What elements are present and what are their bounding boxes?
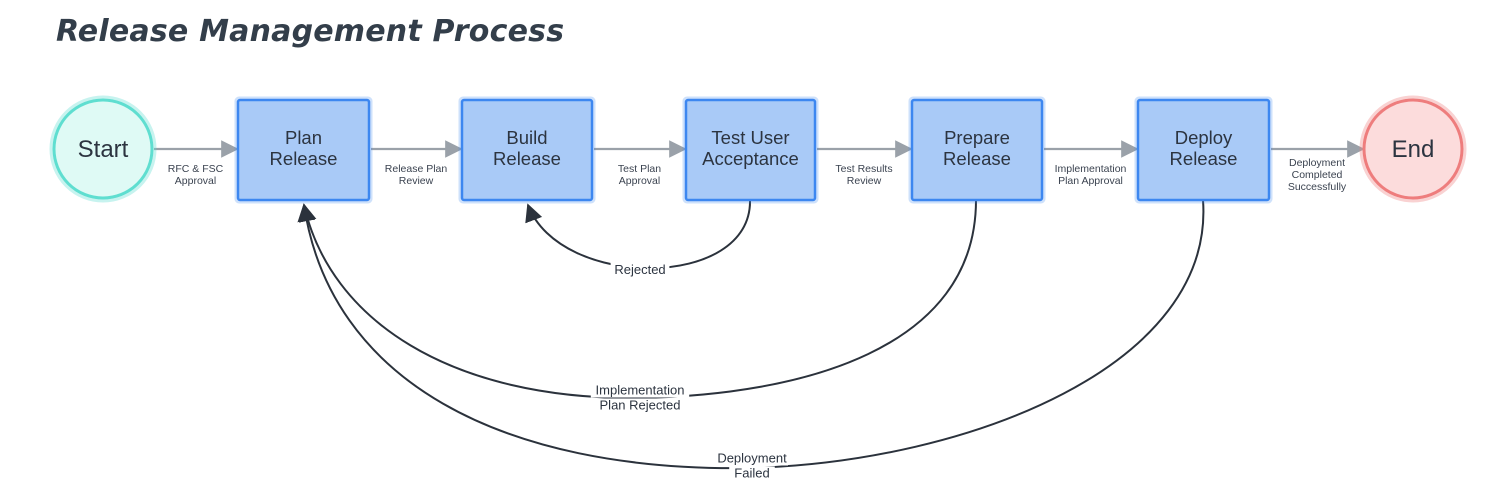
transition-label-build-test: Approval <box>619 175 660 187</box>
transition-label-start-plan: RFC & FSC <box>168 163 224 175</box>
transition-label-prepare-deploy: Plan Approval <box>1058 175 1123 187</box>
loop-arrow-test-build <box>525 199 752 270</box>
step-prepare-glow <box>908 96 1046 204</box>
step-deploy-label: Release <box>1170 148 1238 169</box>
end-node-label: End <box>1392 136 1435 163</box>
transition-label-build-test: Test Plan <box>618 163 661 175</box>
transition-label-deploy-end: Deployment <box>1289 157 1345 169</box>
step-build-box <box>460 98 594 202</box>
step-prepare-box <box>910 98 1044 202</box>
loop-label-background <box>594 398 686 413</box>
end-node <box>1362 98 1464 200</box>
page-title: Release Management Process <box>56 14 565 49</box>
step-test-box <box>684 98 817 202</box>
start-node <box>52 98 154 200</box>
step-test-glow <box>682 96 819 204</box>
loop-label-deploy-plan: Failed <box>734 466 769 481</box>
step-deploy-glow <box>1134 96 1273 204</box>
loop-label-background <box>716 451 788 466</box>
loop-label-test-build: Rejected <box>614 262 665 277</box>
loop-label-background <box>590 383 690 398</box>
step-build-label: Build <box>506 127 547 148</box>
step-test-label: Acceptance <box>702 148 799 169</box>
loop-label-prepare-plan: Plan Rejected <box>600 398 681 413</box>
step-build-glow <box>458 96 596 204</box>
transition-label-test-prepare: Review <box>847 175 882 187</box>
transition-label-plan-build: Release Plan <box>385 163 448 175</box>
step-test-label: Test User <box>711 127 789 148</box>
step-deploy-label: Deploy <box>1175 127 1233 148</box>
step-prepare-label: Release <box>943 148 1011 169</box>
step-plan-label: Plan <box>285 127 322 148</box>
start-node-label: Start <box>78 136 129 163</box>
step-build-label: Release <box>493 148 561 169</box>
loop-arrow-prepare-plan <box>298 199 977 400</box>
loop-label-background <box>729 466 775 481</box>
transition-label-start-plan: Approval <box>175 175 216 187</box>
loop-label-deploy-plan: Deployment <box>717 451 787 466</box>
transition-label-prepare-deploy: Implementation <box>1055 163 1127 175</box>
transition-label-test-prepare: Test Results <box>835 163 892 175</box>
step-plan-glow <box>234 96 373 204</box>
start-node-glow <box>49 95 157 203</box>
loop-label-background <box>610 263 670 277</box>
loop-arrow-deploy-plan <box>297 199 1205 470</box>
transition-label-deploy-end: Completed <box>1292 169 1343 181</box>
step-prepare-label: Prepare <box>944 127 1010 148</box>
end-node-glow <box>1359 95 1467 203</box>
step-plan-label: Release <box>270 148 338 169</box>
step-deploy-box <box>1136 98 1271 202</box>
transition-label-deploy-end: Successfully <box>1288 181 1347 193</box>
step-plan-box <box>236 98 371 202</box>
transition-label-plan-build: Review <box>399 175 434 187</box>
loop-label-prepare-plan: Implementation <box>596 383 685 398</box>
